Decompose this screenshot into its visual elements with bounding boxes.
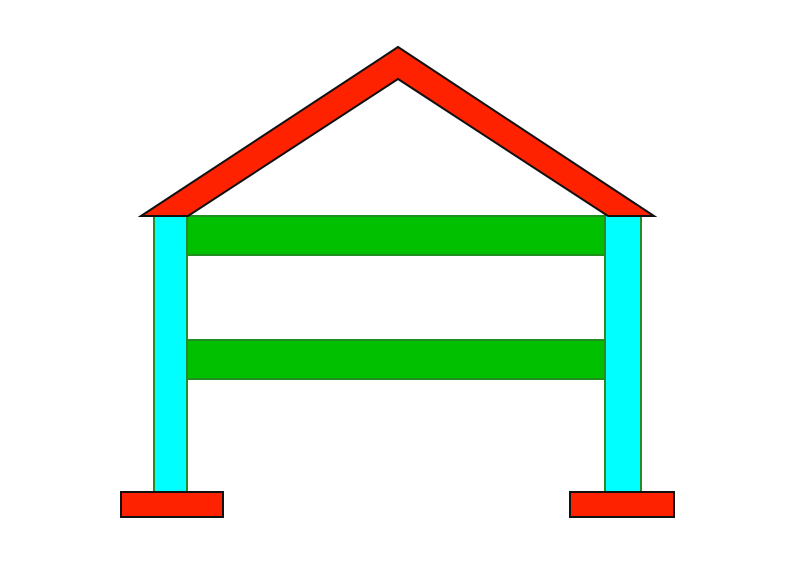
roof xyxy=(137,45,658,217)
right-column xyxy=(604,213,642,495)
left-column xyxy=(153,213,188,495)
right-footing xyxy=(569,491,675,518)
left-footing xyxy=(120,491,224,518)
middle-beam xyxy=(185,339,607,380)
top-beam xyxy=(185,215,607,256)
